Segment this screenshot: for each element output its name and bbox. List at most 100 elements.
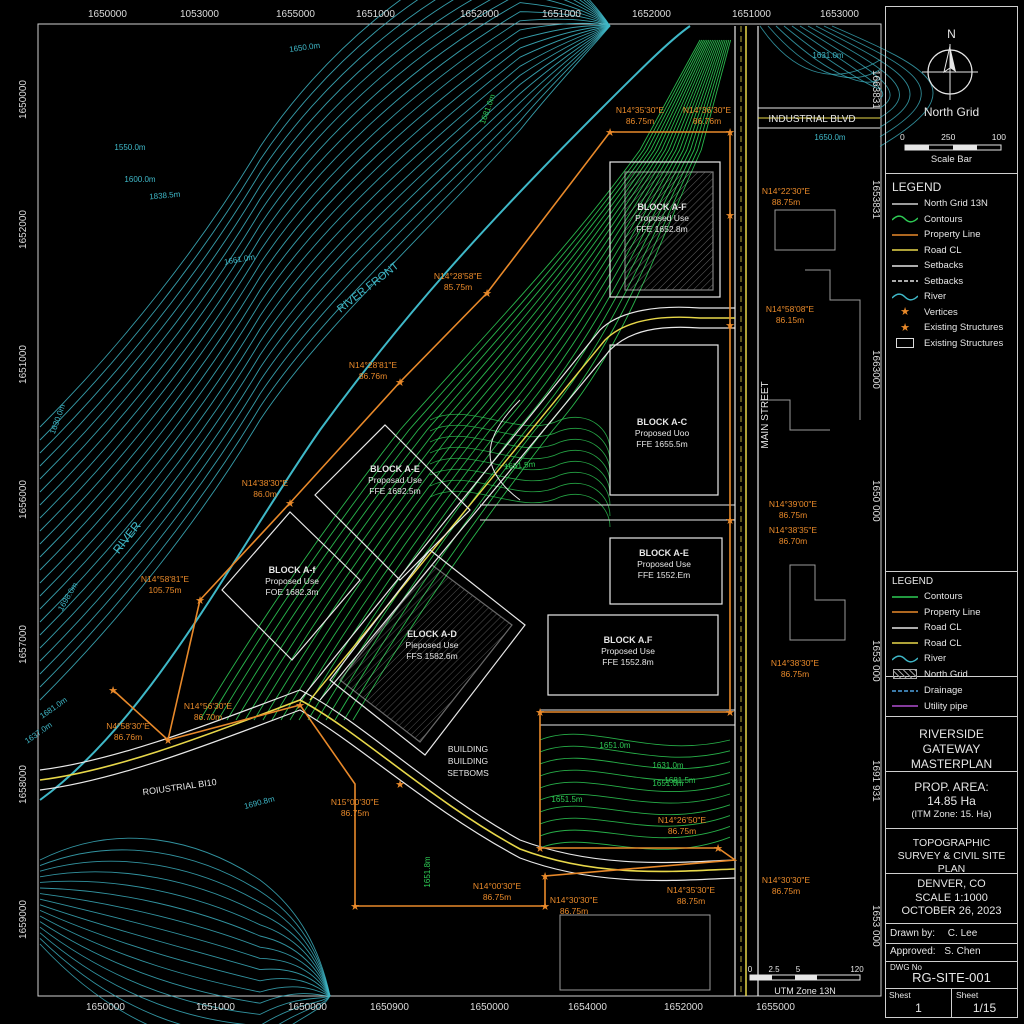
bearing-label: N14°00'30"E: [473, 881, 522, 891]
prop-area-value: 14.85 Ha: [927, 794, 976, 808]
contour-line: [783, 25, 881, 90]
contour-line: [39, 22, 611, 558]
legend-symbol-icon: [892, 623, 918, 633]
distance-label: 85.75m: [444, 282, 472, 292]
prop-area-cell: PROP. AREA: 14.85 Ha (ITM Zone: 15. Ha): [886, 772, 1017, 829]
contour-line: [226, 39, 706, 721]
legend-label: River: [924, 291, 947, 303]
contour-line: [39, 938, 331, 1024]
vertex-star-icon: ★: [482, 287, 492, 300]
existing-structures: [559, 209, 861, 991]
scale-tick: 250: [941, 132, 956, 142]
legend-item: ★Existing Structures: [886, 320, 1017, 336]
block-af2-outline: [221, 511, 361, 661]
coordinate-label: 1655000: [756, 1002, 795, 1013]
setbacks-label: SETBOMS: [447, 768, 489, 778]
coordinate-label: 1652000: [18, 210, 29, 249]
legend-label: North Grid 13N: [924, 198, 988, 210]
bearing-label: N14°28'81"E: [349, 360, 398, 370]
contour-line: [775, 25, 881, 83]
contour-line: [39, 2, 611, 519]
legend-item: Setbacks: [886, 258, 1017, 274]
legend-item: Road CL: [886, 243, 1017, 259]
vertex-star-icon: ★: [713, 842, 723, 855]
drawn-by-cell: Drawn by: C. Lee: [886, 924, 1017, 944]
legend-item: Property Line: [886, 227, 1017, 243]
legend-label: Existing Structures: [924, 337, 1004, 349]
contour-line: [539, 769, 731, 781]
contour-line: [539, 757, 731, 769]
contour-line: [429, 468, 611, 506]
contour-line: [539, 745, 731, 758]
contour-line: [429, 435, 611, 473]
contour-line: [759, 25, 881, 75]
block-name: BLOCK A-E: [370, 464, 420, 474]
map-scale-label: UTM Zone 13N: [774, 986, 836, 996]
vertex-star-icon: ★: [605, 126, 615, 139]
sheet-total: 1/15: [972, 1001, 997, 1015]
map-scale-tick: 0: [748, 965, 753, 974]
river-contours: [39, 0, 934, 1024]
legend-symbol-icon: [892, 245, 918, 255]
contour-label: 1650.0m: [289, 41, 321, 54]
distance-label: 86.75m: [626, 116, 654, 126]
contour-label: 1651.8m: [423, 856, 432, 887]
vertex-star-icon: ★: [725, 706, 735, 719]
contour-label: 1650.0m: [814, 133, 845, 142]
contour-line: [39, 893, 331, 997]
legend-label: Existing Structures: [924, 322, 1004, 334]
contour-line: [271, 39, 715, 721]
block-ffe: FFE 1652.8m: [636, 224, 688, 234]
approved-by: S. Chen: [944, 946, 981, 957]
drawn-by-label: Drawn by:: [890, 928, 936, 939]
legend-symbol-icon: [892, 638, 918, 648]
distance-label: 86.75m: [341, 808, 369, 818]
legend-symbol-icon: [892, 592, 918, 602]
vertex-star-icon: ★: [725, 126, 735, 139]
map-scale-tick: 120: [850, 965, 864, 974]
block-ffe: FFE 1552.8m: [602, 657, 654, 667]
coordinate-label: 1691 931: [870, 760, 881, 802]
sheet-total-label: Sheet: [956, 990, 979, 1000]
legend-item: Road CL: [886, 636, 1017, 652]
bearing-label: N14°26'50"E: [658, 815, 707, 825]
contour-line: [253, 39, 712, 721]
contour-line: [39, 926, 331, 1015]
coordinate-label: 1651000: [18, 345, 29, 384]
legend-label: Property Line: [924, 229, 981, 241]
contour-line: [39, 904, 331, 997]
vertex-star-icon: ★: [535, 706, 545, 719]
legend-symbol-icon: [892, 338, 918, 349]
coordinate-label: 1650 000: [870, 480, 881, 522]
bearing-label: N14°30'30"E: [550, 895, 599, 905]
block-ffe: FOE 1682.3m: [266, 587, 319, 597]
contour-label: 1681.5m: [664, 776, 695, 785]
legend-symbol-icon: [892, 276, 918, 286]
contour-line: [39, 25, 611, 584]
contour-line: [429, 457, 611, 495]
block-use: Proposad Use: [368, 475, 422, 485]
contour-label: 1550.0m: [114, 143, 145, 152]
legend-symbol-icon: [892, 261, 918, 271]
coordinate-label: 1655000: [276, 9, 315, 20]
legend-label: River: [924, 653, 947, 665]
contour-line: [39, 915, 331, 997]
dwg-no-cell: DWG No RG-SITE-001: [886, 962, 1017, 989]
bearing-label: N14°22'30"E: [762, 186, 811, 196]
vertex-star-icon: ★: [285, 497, 295, 510]
approved-cell: Approved: S. Chen: [886, 944, 1017, 962]
bearing-label: N15°00'30"E: [331, 797, 380, 807]
block-ffe: FFE 1552.Em: [638, 570, 690, 580]
prop-area-label: PROP. AREA:: [914, 780, 989, 794]
distance-label: 86.75m: [483, 892, 511, 902]
contour-line: [39, 849, 331, 997]
legend-label: North Grid: [924, 668, 968, 680]
coordinate-label: 1658000: [18, 765, 29, 804]
distance-label: 86.75m: [781, 669, 809, 679]
legend-label: Vertices: [924, 306, 958, 318]
property-line: [112, 131, 738, 907]
map-scale-bar-icon: [749, 974, 861, 981]
legend-item: Road CL: [886, 620, 1017, 636]
main-street: [734, 26, 759, 996]
